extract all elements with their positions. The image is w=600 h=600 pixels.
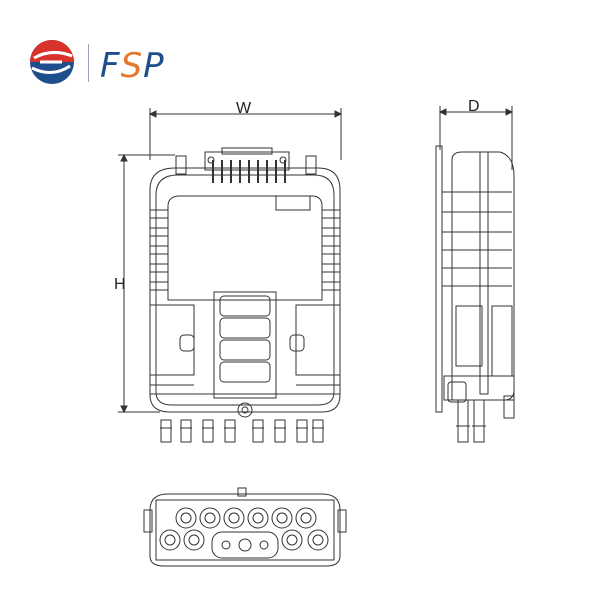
logo-emblem-icon <box>30 40 74 84</box>
brand-logo-text: FSP <box>100 46 165 86</box>
left-ribs <box>149 209 169 291</box>
enclosure-body <box>149 167 341 413</box>
height-dimension-line <box>118 153 175 414</box>
side-ribs <box>442 191 512 287</box>
depth-dimension-line <box>438 106 514 170</box>
front-view <box>118 108 343 443</box>
center-port-icon <box>237 402 253 418</box>
right-latch <box>289 304 341 386</box>
bottom-ports-row-top <box>175 507 317 529</box>
bottom-ports-row-lower <box>159 529 329 551</box>
top-hanger <box>175 147 317 183</box>
label-plate <box>275 195 311 211</box>
height-label: H <box>114 276 126 293</box>
wall-plate <box>435 145 443 413</box>
bottom-center-cable-entry <box>211 531 279 559</box>
right-ribs <box>321 209 341 291</box>
bottom-view <box>143 487 347 567</box>
adapter-stack <box>213 291 277 399</box>
left-latch <box>149 304 195 386</box>
width-label: W <box>236 100 252 117</box>
bottom-body <box>149 493 341 567</box>
depth-label: D <box>468 98 480 115</box>
logo-divider <box>88 44 89 82</box>
side-view <box>435 106 515 443</box>
side-body <box>451 151 515 401</box>
bottom-ports-front <box>150 393 340 443</box>
width-dimension-line <box>148 108 343 160</box>
side-ports <box>456 395 515 443</box>
side-clamp <box>447 381 467 403</box>
